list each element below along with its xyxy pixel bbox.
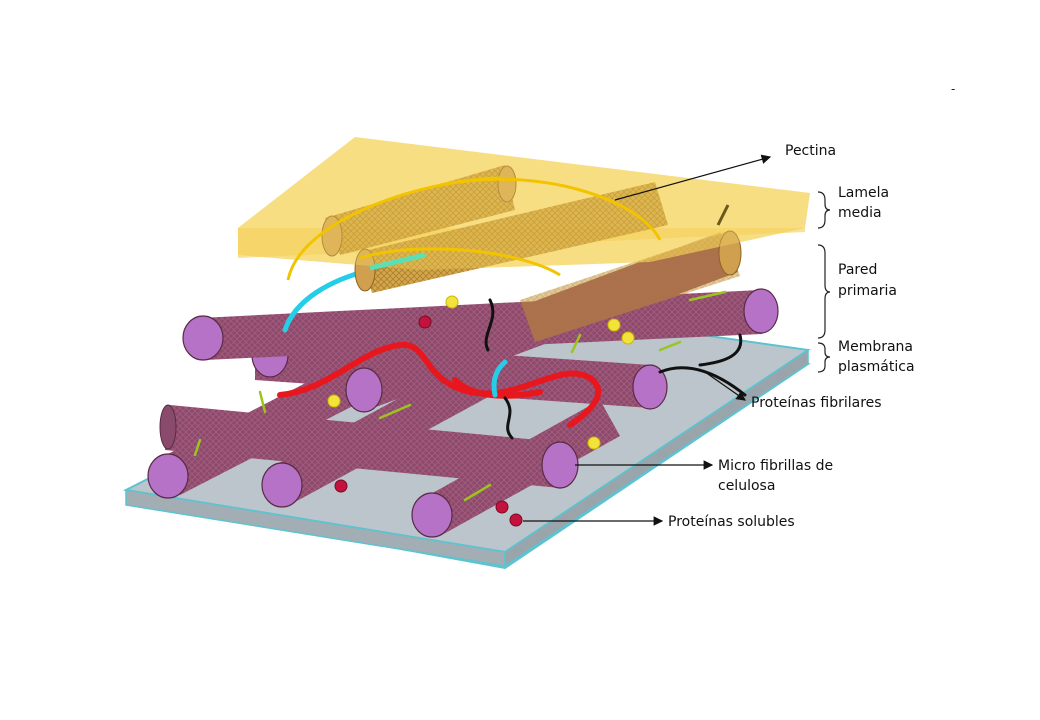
label-pared-primaria-line1: Pared [838,262,878,278]
middle-lamella [238,137,810,342]
label-micro-fibrillas-line1: Micro fibrillas de [718,458,834,474]
soluble-proteins [327,295,635,527]
label-pared-primaria-line2: primaria [838,283,897,299]
label-membrana-plasmatica-line2: plasmática [838,359,915,375]
label-micro-fibrillas-line2: celulosa [718,478,776,494]
cellulose-rod-front [159,404,579,489]
label-lamela-media-line1: Lamela [838,185,890,201]
label-lamela-media-line2: media [838,205,882,221]
leader-lines [523,154,772,526]
label-proteinas-solubles: Proteínas solubles [668,514,795,530]
label-pectina: Pectina [785,143,837,159]
corner-mark: - [951,82,956,96]
braces [817,191,831,373]
label-proteinas-fibrilares: Proteínas fibrilares [751,395,882,411]
label-membrana-plasmatica-line1: Membrana [838,339,914,355]
